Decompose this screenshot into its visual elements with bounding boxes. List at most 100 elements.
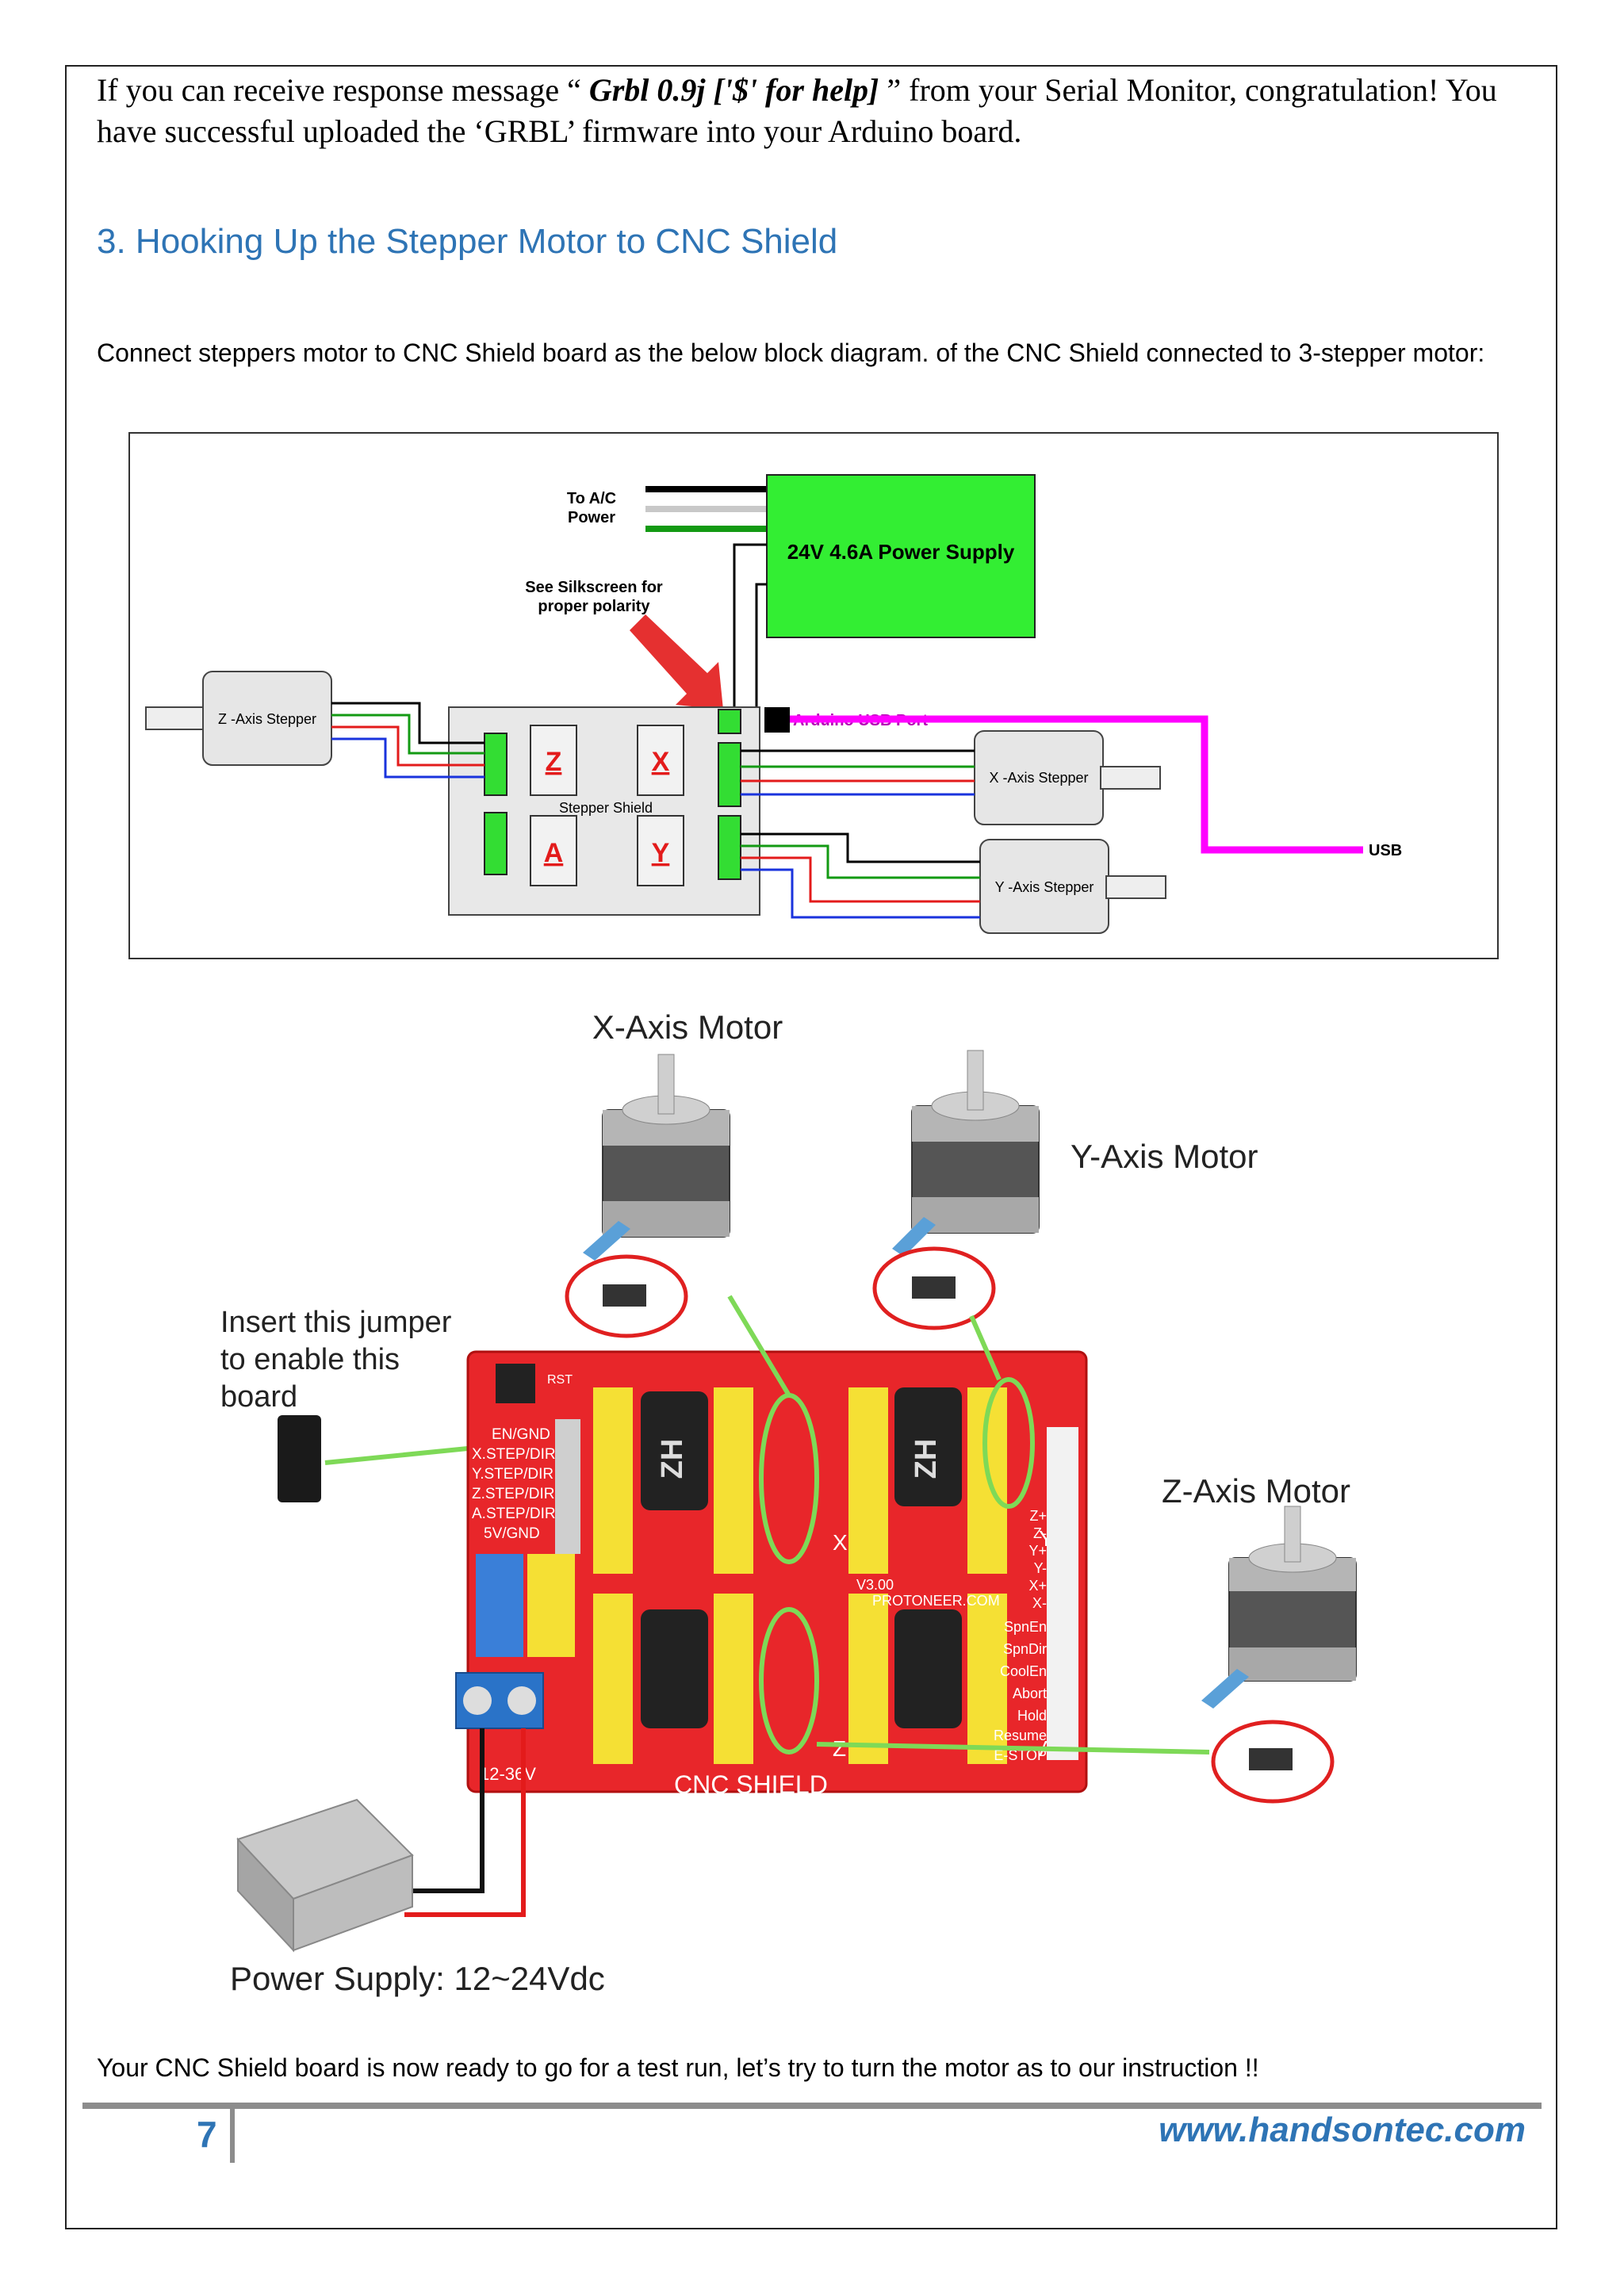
terminal-screw-1 xyxy=(463,1686,492,1715)
y-wire-red xyxy=(741,856,980,903)
right-pin-7: SpnDir xyxy=(1003,1641,1047,1657)
right-pin-1: Z- xyxy=(1033,1525,1047,1541)
instruction-paragraph: Connect steppers motor to CNC Shield boa… xyxy=(97,339,1485,367)
x-link-arrow xyxy=(727,1295,791,1397)
psu-black-wire xyxy=(404,1728,485,1893)
slot-a xyxy=(530,815,577,886)
ac-power-label-2: Power xyxy=(568,509,615,526)
voltage-label: 12-36V xyxy=(480,1764,536,1784)
driver-a-left-header xyxy=(848,1594,888,1764)
slot-x xyxy=(637,725,684,796)
driver-x-right-header xyxy=(714,1387,753,1574)
y-motor-label: Y-Axis Motor xyxy=(1071,1138,1258,1175)
right-pin-12: E-STOP xyxy=(994,1747,1047,1763)
page-number-bar xyxy=(230,2109,235,2163)
power-supply-box xyxy=(766,474,1036,638)
z-wire-green xyxy=(331,714,485,755)
intro-paragraph: If you can receive response message “ Gr… xyxy=(97,70,1524,152)
slot-y xyxy=(637,815,684,886)
pin-label-1: X.STEP/DIR xyxy=(472,1446,556,1463)
polarity-arrow xyxy=(630,614,723,710)
y-stepper-label: Y -Axis Stepper xyxy=(995,879,1094,895)
grbl-response: Grbl 0.9j ['$' for help] xyxy=(588,72,879,108)
slot-z-label: Z xyxy=(546,747,562,777)
x-connector-circle xyxy=(565,1254,688,1338)
z-axis-motor xyxy=(1228,1506,1357,1682)
connector-z xyxy=(484,733,508,796)
driver-a-capacitor xyxy=(894,1609,962,1728)
jumper-part xyxy=(278,1415,321,1502)
website-link[interactable]: www.handsontec.com xyxy=(1159,2110,1526,2149)
driver-x-capacitor xyxy=(641,1391,708,1510)
pin-label-5: 5V/GND xyxy=(484,1525,540,1542)
silkscreen-note-1: See Silkscreen for xyxy=(525,579,663,596)
jumper-note-2: to enable this xyxy=(220,1343,400,1376)
pin-label-4: A.STEP/DIR xyxy=(472,1506,556,1522)
driver-x-chip-label: ZH xyxy=(656,1439,689,1479)
x-stepper-shaft xyxy=(1100,766,1161,790)
right-pin-8: CoolEn xyxy=(1000,1663,1047,1679)
ac-power-label-1: To A/C xyxy=(567,490,616,507)
y-wire-black xyxy=(741,832,980,863)
right-white-header xyxy=(1047,1427,1078,1760)
yellow-header xyxy=(527,1554,575,1657)
z-motor-cable xyxy=(1201,1669,1249,1709)
connector-y xyxy=(718,815,741,880)
psu-wire-pos xyxy=(755,583,767,715)
x-stepper-label: X -Axis Stepper xyxy=(989,770,1088,786)
driver-y-chip-label: ZH xyxy=(910,1439,943,1479)
psu-red-wire xyxy=(404,1728,526,1917)
driver-z-loop xyxy=(759,1607,819,1755)
driver-a-right-header xyxy=(967,1594,1007,1764)
jumper-note-3: board xyxy=(220,1380,297,1414)
z-stepper-label: Z -Axis Stepper xyxy=(218,711,316,727)
silkscreen-note-2: proper polarity xyxy=(538,598,650,615)
right-pin-5: X- xyxy=(1032,1595,1047,1611)
white-header xyxy=(555,1419,580,1554)
slot-a-label: A xyxy=(544,838,564,868)
right-pin-labels: Z+ Z- Y+ Y- X+ X- SpnEn SpnDir CoolEn Ab… xyxy=(994,1508,1047,1763)
power-supply-label: Power Supply: 12~24Vdc xyxy=(230,1960,605,1997)
usb-label: USB xyxy=(1369,842,1402,859)
y-axis-motor xyxy=(911,1050,1040,1234)
usb-cable xyxy=(790,715,1363,854)
z-stepper-shaft xyxy=(145,706,206,730)
pin-label-2: Y.STEP/DIR xyxy=(472,1466,553,1483)
driver-y-left-header xyxy=(848,1387,888,1574)
slot-z xyxy=(530,725,577,796)
right-pin-2: Y+ xyxy=(1028,1543,1047,1559)
right-pin-3: Y- xyxy=(1034,1560,1047,1576)
intro-text-2: ” from your Serial Monitor, congratulati… xyxy=(97,72,1497,149)
intro-text-1: If you can receive response message “ xyxy=(97,72,589,108)
driver-x-left-header xyxy=(593,1387,633,1574)
power-supply-unit xyxy=(236,1798,414,1953)
power-supply-label: 24V 4.6A Power Supply xyxy=(787,540,1015,564)
z-connector xyxy=(1249,1748,1293,1770)
terminal-screw-2 xyxy=(508,1686,536,1715)
y-link-arrow xyxy=(969,1314,1002,1381)
z-connector-circle xyxy=(1211,1720,1335,1804)
y-stepper-shaft xyxy=(1105,875,1166,899)
right-pin-10: Hold xyxy=(1017,1708,1047,1724)
y-wire-blue xyxy=(741,868,980,919)
connector-power xyxy=(718,709,741,734)
driver-z-right-header xyxy=(714,1594,753,1764)
slot-x-label: X xyxy=(652,747,670,777)
section-heading: 3. Hooking Up the Stepper Motor to CNC S… xyxy=(97,222,838,261)
stepper-shield-label: Stepper Shield xyxy=(559,800,653,816)
page-number: 7 xyxy=(197,2114,217,2155)
block-diagram: To A/C Power 24V 4.6A Power Supply See S… xyxy=(128,432,1499,959)
y-motor-cable xyxy=(892,1217,936,1257)
z-wire-black xyxy=(331,702,485,744)
footer-rule xyxy=(82,2103,1542,2109)
right-pin-0: Z+ xyxy=(1029,1508,1047,1524)
slot-y-label: Y xyxy=(652,838,670,868)
closing-text: Your CNC Shield board is now ready to go… xyxy=(97,2053,1259,2082)
z-wire-blue xyxy=(331,737,485,779)
y-wire-green xyxy=(741,844,980,879)
x-motor-label: X-Axis Motor xyxy=(592,1008,783,1046)
cnc-shield-label: CNC SHIELD xyxy=(674,1770,828,1799)
cnc-shield-photo: X-Axis Motor Y-Axis Motor Z-Axis Motor I… xyxy=(206,991,1364,2022)
z-motor-label: Z-Axis Motor xyxy=(1162,1472,1350,1510)
jumper-note-1: Insert this jumper xyxy=(220,1306,452,1339)
